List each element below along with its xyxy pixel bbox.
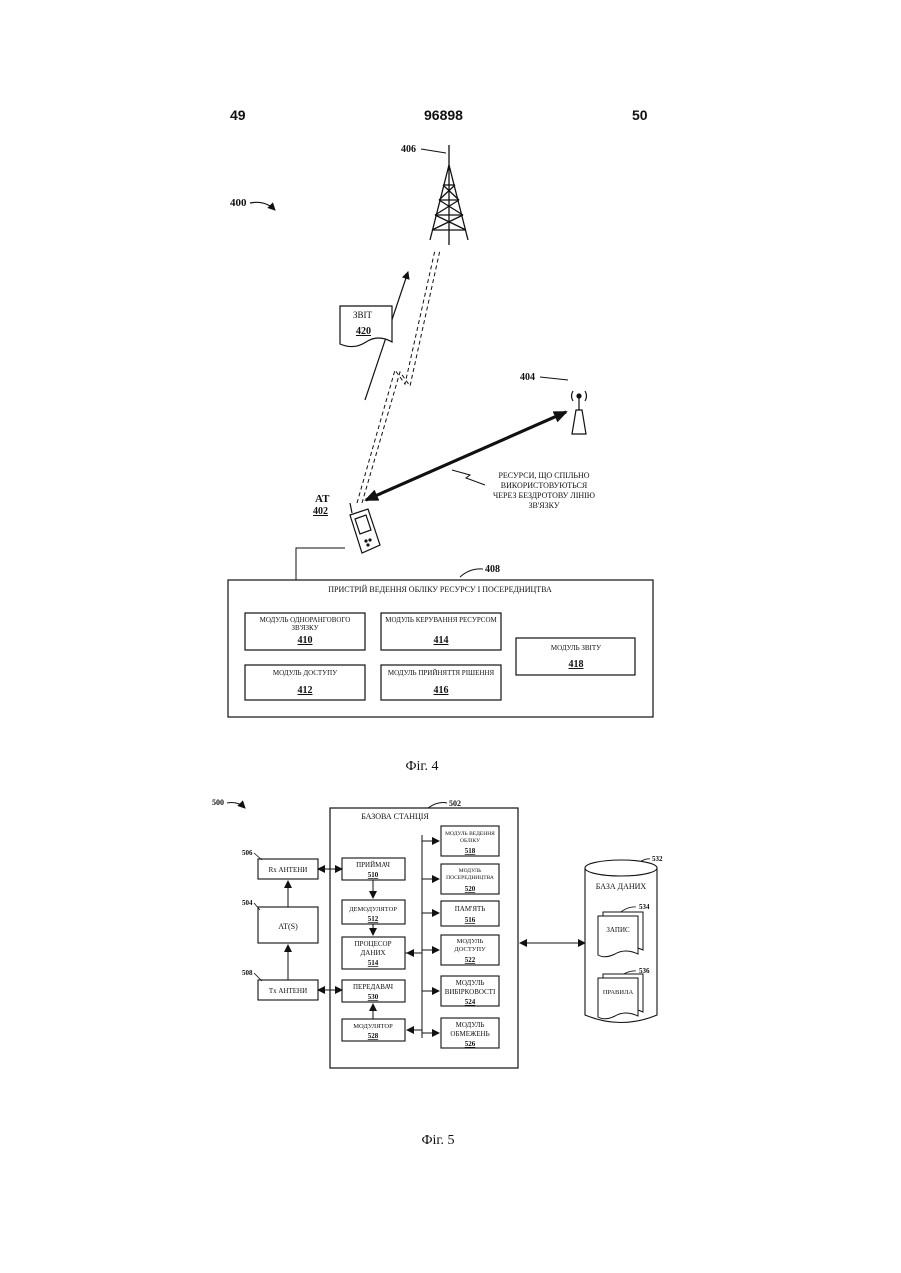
at-to-device-connector (296, 548, 345, 580)
shared-text-line-4: ЗВ'ЯЗКУ (529, 501, 560, 510)
ref-502-leader (428, 803, 447, 808)
ref-400-arrow (250, 202, 275, 210)
selectivity-module-line-1: МОДУЛЬ (456, 979, 485, 987)
ref-408-leader (460, 569, 483, 577)
memory-ref: 516 (465, 916, 476, 924)
module-418-ref: 418 (569, 659, 584, 670)
module-416-line-1: МОДУЛЬ ПРИЙНЯТТЯ РІШЕННЯ (388, 669, 495, 677)
shared-text-leader (452, 470, 485, 485)
ref-504: 504 (242, 899, 253, 907)
transmitter-label: ПЕРЕДАВАЧ (353, 983, 394, 991)
at-ref: 402 (313, 506, 328, 517)
access-module-ref: 522 (465, 956, 476, 964)
data-processor-ref: 514 (368, 959, 379, 967)
base-station-title: БАЗОВА СТАНЦІЯ (361, 812, 429, 821)
memory-label: ПАМ'ЯТЬ (455, 905, 486, 913)
accounting-module-line-1: МОДУЛЬ ВЕДЕННЯ (445, 831, 495, 837)
ats-label: AT(S) (278, 922, 298, 931)
figure-4: 400 406 (228, 144, 653, 774)
module-412-ref: 412 (298, 685, 313, 696)
module-416-ref: 416 (434, 685, 449, 696)
record-label-text: ЗАПИС (606, 926, 630, 934)
shared-text-line-2: ВИКОРИСТОВУЮТЬСЯ (501, 481, 588, 490)
ref-408: 408 (485, 564, 500, 575)
module-410-ref: 410 (298, 635, 313, 646)
module-410-line-1: МОДУЛЬ ОДНОРАНГОВОГО (260, 616, 351, 624)
report-label: ЗВІТ (353, 310, 373, 320)
shared-text-line-3: ЧЕРЕЗ БЕЗДРОТОВУ ЛІНІЮ (493, 491, 595, 500)
ref-534: 534 (639, 903, 650, 911)
shared-text-line-1: РЕСУРСИ, ЩО СПІЛЬНО (498, 471, 589, 480)
transmitter-ref: 530 (368, 993, 379, 1001)
ref-404-leader (540, 377, 568, 380)
ref-508: 508 (242, 969, 253, 977)
ref-404: 404 (520, 372, 535, 383)
mobile-phone-icon (350, 503, 380, 553)
module-412-line-1: МОДУЛЬ ДОСТУПУ (273, 669, 337, 677)
figure-5-caption: Фіг. 5 (421, 1133, 454, 1148)
figure-5: 500 502 БАЗОВА СТАНЦІЯ 506 Rx АНТЕНИ 504… (212, 798, 663, 1148)
ref-500: 500 (212, 798, 224, 807)
at-label: AT (315, 493, 330, 505)
module-410-line-2: ЗВ'ЯЗКУ (291, 624, 318, 632)
database-label: БАЗА ДАНИХ (596, 882, 647, 891)
limits-module-ref: 526 (465, 1040, 476, 1048)
limits-module-line-2: ОБМЕЖЕНЬ (450, 1030, 489, 1038)
access-module-line-2: ДОСТУПУ (454, 946, 486, 953)
data-processor-line-1: ПРОЦЕСОР (354, 940, 391, 948)
figure-4-caption: Фіг. 4 (405, 759, 438, 774)
data-processor-line-2: ДАНИХ (361, 949, 386, 957)
module-414-line-1: МОДУЛЬ КЕРУВАННЯ РЕСУРСОМ (385, 616, 497, 624)
ref-500-arrow (227, 803, 245, 808)
rules-label: ПРАВИЛА (603, 989, 634, 996)
modulator-label: МОДУЛЯТОР (353, 1023, 393, 1030)
accounting-module-line-2: ОБЛІКУ (460, 838, 480, 844)
access-module-line-1: МОДУЛЬ (457, 938, 484, 945)
demodulator-ref: 512 (368, 915, 379, 923)
module-414-ref: 414 (434, 635, 449, 646)
report-ref: 420 (356, 326, 371, 337)
modulator-ref: 528 (368, 1032, 379, 1040)
record-document-icon (598, 912, 643, 957)
limits-module-line-1: МОДУЛЬ (456, 1021, 485, 1029)
ref-502: 502 (449, 799, 461, 808)
brokering-module-line-2: ПОСЕРЕДНИЦТВА (446, 875, 494, 881)
rules-document-icon (598, 974, 643, 1019)
ref-406: 406 (401, 144, 416, 155)
receiver-label: ПРИЙМАЧ (356, 861, 390, 869)
selectivity-module-ref: 524 (465, 998, 476, 1006)
module-418-line-1: МОДУЛЬ ЗВІТУ (551, 644, 601, 652)
accounting-module-ref: 518 (465, 847, 476, 855)
cell-tower-icon (430, 145, 468, 245)
demodulator-label: ДЕМОДУЛЯТОР (349, 906, 397, 913)
brokering-module-ref: 520 (465, 885, 476, 893)
access-point-icon (572, 391, 587, 434)
ref-506: 506 (242, 849, 253, 857)
ref-406-leader (421, 149, 446, 153)
wireless-link-to-tower (357, 250, 440, 503)
receiver-ref: 510 (368, 871, 379, 879)
brokering-module-line-1: МОДУЛЬ (459, 868, 482, 874)
selectivity-module-line-2: ВИБІРКОВОСТІ (445, 988, 496, 996)
ref-532: 532 (652, 855, 663, 863)
rx-antennas-label: Rx АНТЕНИ (269, 866, 308, 874)
ref-400: 400 (230, 197, 247, 209)
tx-antennas-label: Tx АНТЕНИ (269, 987, 307, 995)
device-title: ПРИСТРІЙ ВЕДЕННЯ ОБЛІКУ РЕСУРСУ І ПОСЕРЕ… (328, 585, 552, 594)
